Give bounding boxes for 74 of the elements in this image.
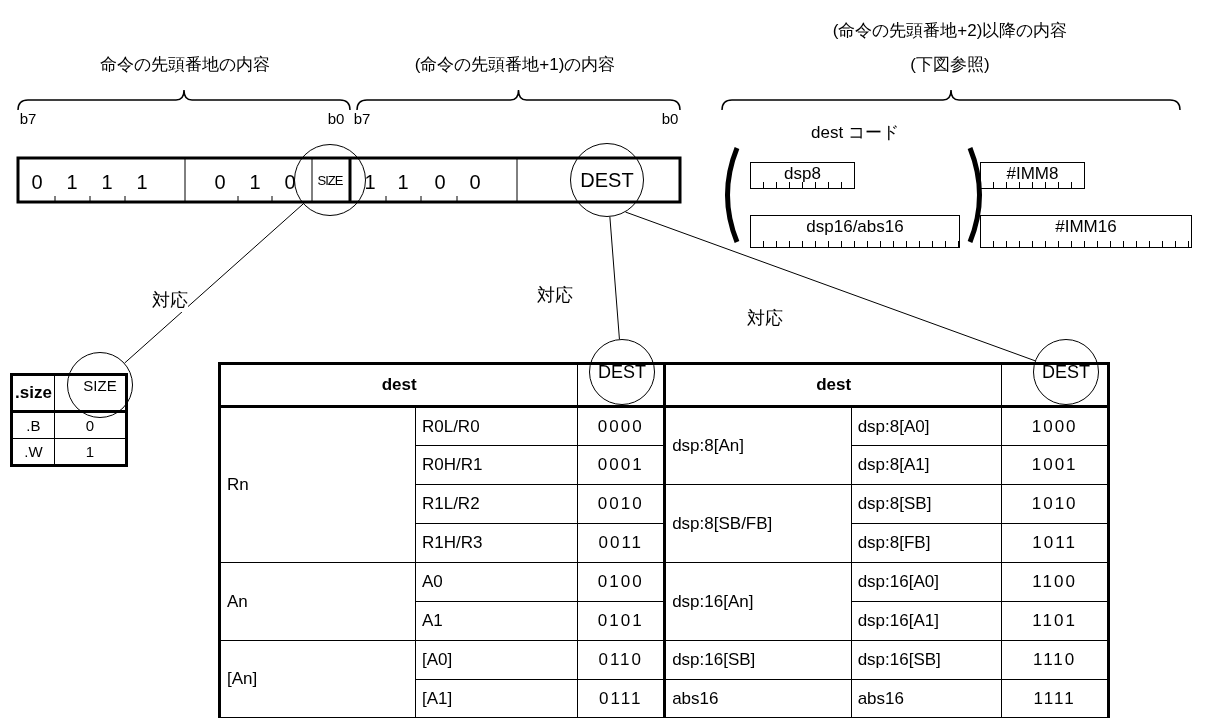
bit-code: 0110 (598, 650, 644, 669)
bit-value: 1 (66, 170, 78, 194)
bit-position: b7 (353, 109, 371, 127)
bit-value: 0 (469, 170, 481, 194)
operand-label: dsp:16[A0] (857, 572, 939, 591)
operand-label: abs16 (857, 688, 904, 708)
connector-line (625, 211, 1036, 362)
operand-label: R1L/R2 (421, 494, 480, 513)
bit-position: b7 (19, 109, 37, 127)
column-header: dest (381, 375, 417, 394)
bit-code: 1010 (1031, 494, 1078, 513)
bit-code: 0010 (597, 494, 644, 513)
bit-code: 0011 (598, 533, 644, 552)
operand-label: abs16 (672, 688, 719, 708)
bit-code: 1101 (1032, 611, 1077, 630)
bit-value: 1 (397, 170, 409, 194)
operand-label: [A1] (421, 688, 453, 708)
operand-label: dsp:8[A0] (857, 416, 930, 436)
bit-code: 0001 (597, 455, 644, 474)
field-box: #IMM8 (980, 162, 1085, 189)
bit-code: 0 (85, 417, 95, 434)
field-heading: dest コード (811, 121, 899, 144)
operand-label: An (227, 591, 248, 611)
operand-label: dsp:8[An] (672, 436, 744, 455)
edge-label: 対応 (152, 288, 188, 312)
bit-value: 0 (214, 170, 226, 194)
operand-label: dsp:8[SB/FB] (672, 513, 773, 533)
size-suffix: .W (24, 443, 43, 460)
operand-label: R0H/R1 (421, 455, 483, 474)
bit-position: b0 (661, 109, 679, 127)
operand-label: R0L/R0 (421, 416, 480, 436)
bit-value: 1 (101, 170, 113, 194)
bit-value: 0 (434, 170, 446, 194)
bit-value: 1 (249, 170, 261, 194)
bit-code: 1011 (1032, 533, 1077, 552)
bit-value: 0 (31, 170, 43, 194)
bit-code: 0111 (599, 688, 643, 708)
bit-code: 0100 (597, 572, 644, 591)
bit-code: 0101 (597, 611, 644, 630)
connector-line (609, 216, 620, 340)
column-header: dest (816, 375, 852, 394)
field-box: dsp8 (750, 162, 855, 189)
section-heading: 命令の先頭番地の内容 (100, 53, 270, 76)
bit-code: 1001 (1031, 455, 1078, 474)
bit-code: 1100 (1032, 572, 1077, 591)
operand-label: dsp:16[A1] (857, 611, 939, 630)
section-heading: (命令の先頭番地+2)以降の内容 (下図参照) (831, 20, 1069, 76)
bit-position: b0 (327, 109, 345, 127)
column-header: .size (15, 383, 52, 402)
operand-label: dsp:16[An] (672, 591, 754, 611)
operand-label: A0 (421, 572, 443, 591)
bit-value: 1 (136, 170, 148, 194)
bit-code: 1110 (1033, 650, 1077, 669)
operand-label: Rn (227, 475, 249, 494)
operand-label: R1H/R3 (421, 533, 483, 552)
operand-label: dsp:8[FB] (857, 533, 931, 552)
size-suffix: .B (26, 417, 41, 434)
bit-code: 0000 (597, 416, 644, 436)
operand-label: dsp:16[SB] (857, 650, 941, 669)
field-box: dsp16/abs16 (750, 215, 960, 248)
operand-label: A1 (421, 611, 443, 630)
operand-label: [A0] (421, 650, 453, 669)
bit-value: 0 (284, 170, 296, 194)
operand-label: dsp:8[SB] (857, 494, 932, 513)
operand-label: [An] (227, 669, 258, 688)
connector-line (124, 203, 304, 364)
operand-label: dsp:16[SB] (672, 650, 756, 669)
section-heading: (命令の先頭番地+1)の内容 (414, 53, 616, 76)
field-box: #IMM16 (980, 215, 1192, 248)
operand-label: dsp:8[A1] (857, 455, 930, 474)
bit-value: 1 (364, 170, 376, 194)
bit-code: 1 (85, 443, 95, 460)
bit-code: 1000 (1031, 416, 1078, 436)
bit-code: 1111 (1033, 688, 1076, 708)
